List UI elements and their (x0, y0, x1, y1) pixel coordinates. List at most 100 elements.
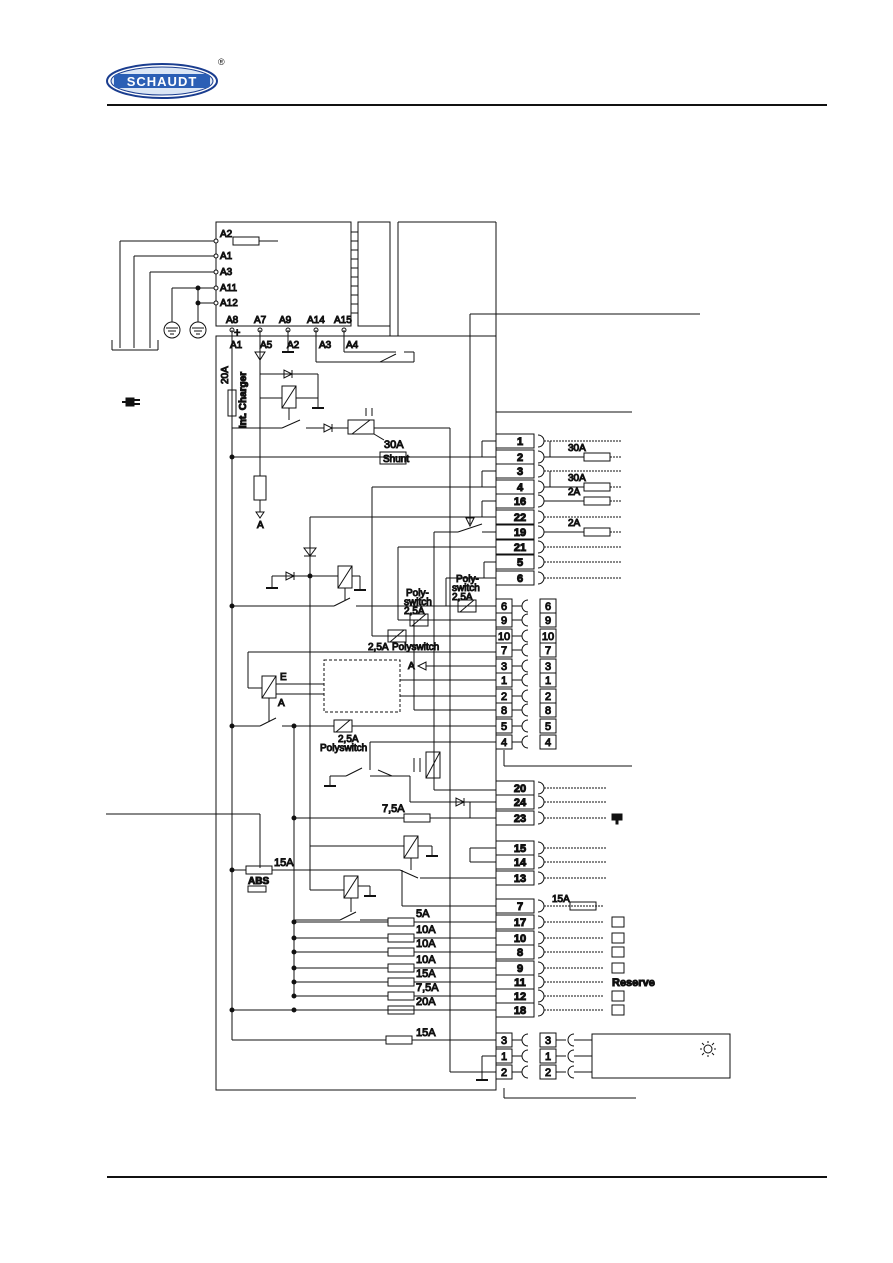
schaudt-logo: SCHAUDT ® (106, 57, 225, 99)
inner-pin-mate (539, 718, 557, 734)
terminal-label: 4 (517, 482, 524, 494)
inner-pin-label: 2 (501, 691, 507, 703)
inner-pin-mate-label: 1 (545, 675, 551, 687)
poly2-label: Poly- (406, 588, 429, 599)
out-fuse (583, 452, 611, 462)
inner-pin-mate-label: 6 (545, 601, 551, 613)
terminal-label: 18 (514, 1005, 526, 1017)
out-fuse-label: 30A (568, 473, 586, 484)
relay-e-label: E (280, 672, 287, 683)
mains-plug (111, 340, 159, 351)
terminal-socket (537, 525, 545, 539)
out-fuse (583, 527, 611, 537)
sensor-a (253, 475, 267, 501)
control-board (323, 659, 401, 713)
terminal-label: 16 (514, 496, 526, 508)
bottom-pin-mate-label: 1 (545, 1051, 551, 1063)
terminal-5 (495, 554, 535, 570)
inner-pin-mate (539, 642, 557, 658)
terminal-label: 11 (514, 977, 526, 989)
fuse-15a-pin7 (569, 901, 597, 911)
inner-pin-label: 8 (501, 705, 507, 717)
a-arrow-label: A (408, 661, 415, 672)
inner-pin-label: 7 (501, 645, 507, 657)
lower-pin-a5: A5 (260, 340, 273, 351)
out-fuse (583, 496, 611, 506)
terminal-label: 10 (514, 933, 526, 945)
inner-pin-label: 9 (501, 615, 507, 627)
fuse-75a-label: 7,5A (382, 803, 405, 815)
terminal-label: 23 (514, 813, 526, 825)
main-unit-box (215, 335, 497, 1091)
out-fuse (583, 482, 611, 492)
out-fuse-label: 30A (568, 443, 586, 454)
poly4-value: 2,5A (338, 734, 359, 745)
inner-pin-mate (539, 612, 557, 628)
sensor-a-label: A (257, 520, 264, 531)
polyswitch-3 (387, 629, 407, 643)
inner-pin-label: 3 (501, 661, 507, 673)
relay-a-label: A (278, 698, 285, 709)
terminal-label: 21 (514, 542, 526, 554)
load-fuse (387, 991, 415, 1001)
load-icon (611, 1004, 625, 1016)
terminal-label: 3 (517, 466, 523, 478)
terminal-3 (495, 463, 535, 479)
pin-a12: A12 (220, 298, 238, 309)
inner-pin-mate-label: 4 (545, 737, 551, 749)
footer-rule (107, 1176, 827, 1178)
terminal-label: 6 (517, 573, 523, 585)
ground-symbol-2 (189, 321, 207, 339)
terminal-socket (537, 555, 545, 569)
ground-symbol-1 (163, 321, 181, 339)
terminal-8 (495, 944, 535, 960)
shunt-label: Shunt (383, 454, 409, 465)
pin-a1: A1 (220, 251, 233, 262)
load-fuse-label: 20A (416, 996, 436, 1008)
fuse-15a-pin7-label: 15A (552, 894, 570, 905)
pin-a2: A2 (220, 229, 233, 240)
terminal-6 (495, 570, 535, 586)
load-fuse-rows: 7175A1010A810A910A1115A127,5A1820A15ARes… (291, 894, 655, 1018)
lower-pin-a3: A3 (319, 340, 332, 351)
svg-text:®: ® (218, 57, 225, 67)
terminal-label: 15 (514, 843, 526, 855)
fuse-15a-bottom (385, 1035, 413, 1045)
lower-pin-a1: A1 (230, 340, 243, 351)
load-icon (611, 916, 625, 928)
terminal-9 (495, 960, 535, 976)
device-box (591, 1033, 731, 1079)
water-tap-icon (611, 813, 623, 825)
terminal-socket (537, 434, 545, 448)
load-icon (611, 946, 625, 958)
terminal-label: 20 (514, 783, 526, 795)
pin-a3: A3 (220, 267, 233, 278)
terminal-7 (495, 898, 535, 914)
switch2-label: switch (404, 597, 432, 608)
load-fuse (387, 947, 415, 957)
reserve-label: Reserve (612, 977, 655, 989)
terminal-label: 22 (514, 512, 526, 524)
int-charger-label: Int. Charger (238, 372, 249, 428)
terminal-label: 13 (514, 873, 526, 885)
fuse-20a-label: 20A (220, 366, 231, 384)
pin-a15: A15 (334, 315, 352, 326)
terminal-label: 2 (517, 452, 523, 464)
poly2-value: 2,5A (404, 606, 425, 617)
inner-pin-label: 4 (501, 737, 507, 749)
load-fuse-label: 10A (416, 938, 436, 950)
switch1-label: switch (452, 583, 480, 594)
inner-pin-mate-label: 3 (545, 661, 551, 673)
terminal-socket (537, 480, 545, 494)
svg-text:SCHAUDT: SCHAUDT (127, 74, 198, 89)
plus-sign: + (234, 327, 240, 339)
poly3-label: Polyswitch (392, 642, 439, 653)
terminal-label: 14 (514, 857, 527, 869)
inner-pin-label: 5 (501, 721, 507, 733)
terminal-socket (537, 464, 545, 478)
fuse-15a-label: 15A (274, 857, 294, 869)
load-fuse (387, 933, 415, 943)
bottom-pin-label: 1 (501, 1051, 507, 1063)
